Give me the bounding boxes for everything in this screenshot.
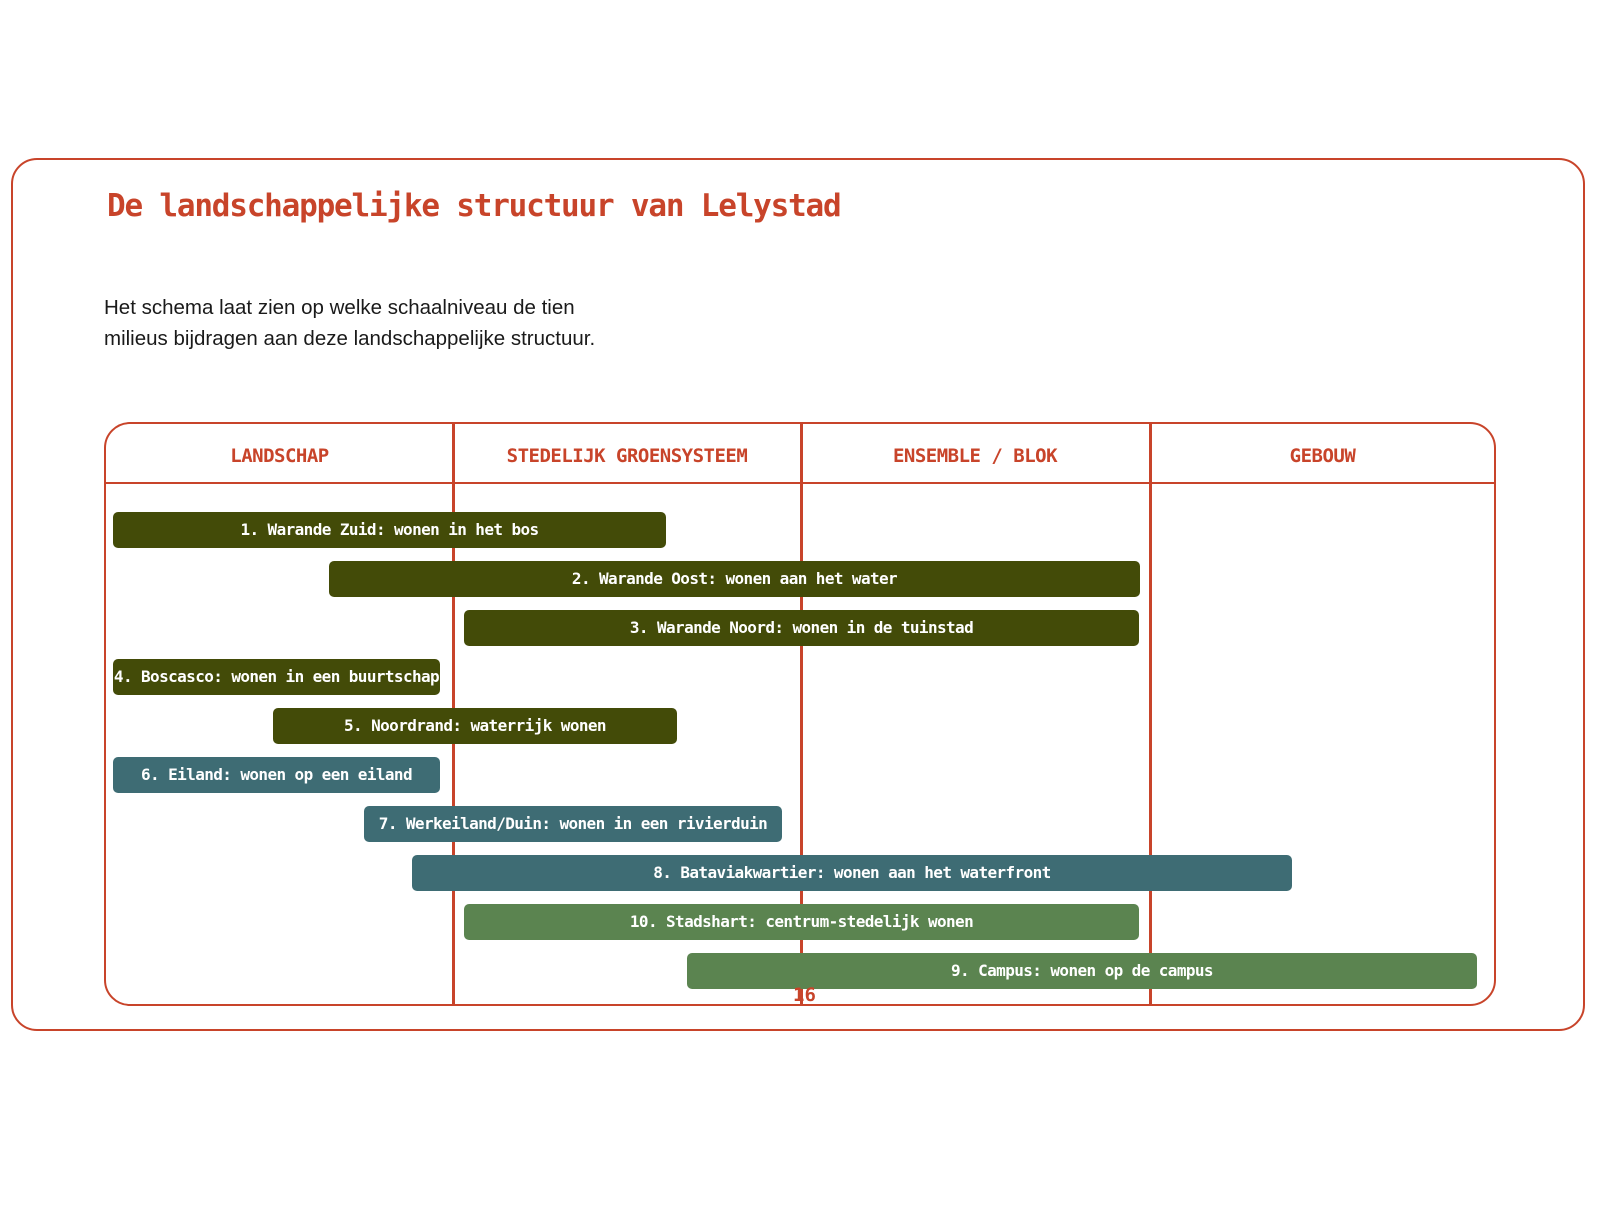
column-divider bbox=[1149, 424, 1152, 1004]
scale-bar-1: 1. Warande Zuid: wonen in het bos bbox=[113, 512, 666, 548]
scale-bar-7: 7. Werkeiland/Duin: wonen in een rivierd… bbox=[364, 806, 782, 842]
scale-bar-5: 5. Noordrand: waterrijk wonen bbox=[273, 708, 677, 744]
scale-bar-4: 4. Boscasco: wonen in een buurtschap bbox=[113, 659, 440, 695]
intro-line-2: milieus bijdragen aan deze landschappeli… bbox=[104, 327, 596, 350]
scale-schema: LANDSCHAP STEDELIJK GROENSYSTEEM ENSEMBL… bbox=[104, 422, 1496, 1006]
column-header-gebouw: GEBOUW bbox=[1289, 445, 1356, 467]
scale-bar-9: 10. Stadshart: centrum-stedelijk wonen bbox=[464, 904, 1139, 940]
scale-bar-6: 6. Eiland: wonen op een eiland bbox=[113, 757, 440, 793]
page-number: 16 bbox=[793, 984, 816, 1006]
scale-bar-2: 2. Warande Oost: wonen aan het water bbox=[329, 561, 1140, 597]
column-header-stedelijk-groensysteem: STEDELIJK GROENSYSTEEM bbox=[506, 445, 748, 467]
column-divider bbox=[800, 424, 803, 1004]
page-title: De landschappelijke structuur van Lelyst… bbox=[107, 188, 842, 224]
scale-bar-3: 3. Warande Noord: wonen in de tuinstad bbox=[464, 610, 1139, 646]
intro-line-1: Het schema laat zien op welke schaalnive… bbox=[104, 296, 575, 319]
scale-bar-8: 8. Bataviakwartier: wonen aan het waterf… bbox=[412, 855, 1292, 891]
intro-text: Het schema laat zien op welke schaalnive… bbox=[104, 292, 664, 354]
column-header-ensemble-blok: ENSEMBLE / BLOK bbox=[892, 445, 1058, 467]
scale-bar-10: 9. Campus: wonen op de campus bbox=[687, 953, 1477, 989]
page-frame bbox=[11, 158, 1585, 1031]
column-header-landschap: LANDSCHAP bbox=[230, 445, 329, 467]
